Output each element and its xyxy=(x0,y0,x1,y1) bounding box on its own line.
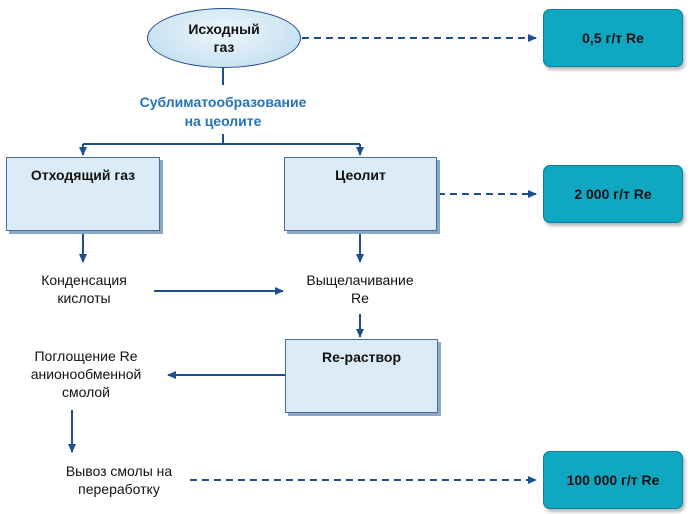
concentration-zeolite-label: 2 000 г/т Re xyxy=(574,186,652,202)
absorption-line2: анионообменной xyxy=(30,366,142,382)
condensation-step: Конденсация кислоты xyxy=(14,271,154,307)
source-gas-label-line1: Исходный xyxy=(188,21,260,37)
condensation-line1: Конденсация xyxy=(41,272,127,288)
zeolite-label: Цеолит xyxy=(335,167,386,183)
concentration-source-label: 0,5 г/т Re xyxy=(582,30,644,46)
concentration-resin-label: 100 000 г/т Re xyxy=(566,472,660,488)
leaching-step: Выщелачивание Re xyxy=(280,271,440,307)
process-label: Сублиматообразование на цеолите xyxy=(98,93,348,131)
removal-step: Вывоз смолы на переработку xyxy=(36,462,202,498)
leaching-line2: Re xyxy=(351,290,369,306)
concentration-box-resin: 100 000 г/т Re xyxy=(543,451,683,509)
concentration-box-zeolite: 2 000 г/т Re xyxy=(543,165,683,223)
process-label-line2: на цеолите xyxy=(184,113,262,129)
zeolite-box: Цеолит xyxy=(284,157,437,231)
source-gas-node: Исходный газ xyxy=(147,8,301,68)
removal-line2: переработку xyxy=(78,481,160,497)
off-gas-label: Отходящий газ xyxy=(30,167,136,183)
leaching-line1: Выщелачивание xyxy=(306,272,414,288)
off-gas-box: Отходящий газ xyxy=(6,157,160,231)
absorption-line3: смолой xyxy=(61,384,111,400)
process-label-line1: Сублиматообразование xyxy=(139,94,307,110)
re-solution-box: Re-раствор xyxy=(285,339,438,413)
absorption-line1: Поглощение Re xyxy=(34,348,138,364)
removal-line1: Вывоз смолы на xyxy=(65,463,173,479)
concentration-box-source: 0,5 г/т Re xyxy=(543,9,683,67)
condensation-line2: кислоты xyxy=(57,290,111,306)
absorption-step: Поглощение Re анионообменной смолой xyxy=(8,347,164,401)
re-solution-label: Re-раствор xyxy=(321,349,402,365)
source-gas-label-line2: газ xyxy=(213,39,235,55)
